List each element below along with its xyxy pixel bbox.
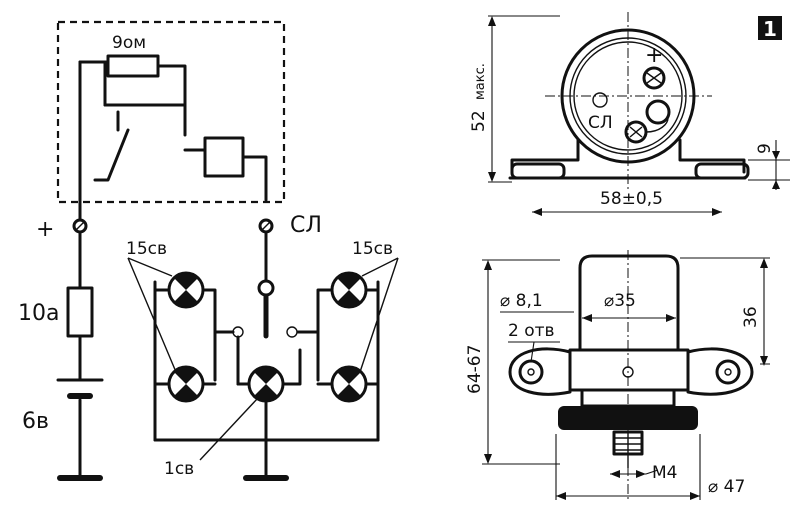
foot-left bbox=[510, 162, 566, 180]
ear-hole-left bbox=[518, 359, 544, 385]
right-lamp-group: 15св bbox=[296, 239, 399, 442]
width-dimension: 58±0,5 bbox=[600, 189, 663, 209]
mounting-band bbox=[568, 348, 690, 392]
front-plus-label: + bbox=[645, 43, 663, 68]
housing-outer-circle bbox=[560, 28, 696, 164]
side-view-drawing: ⌀ 8,1 2 отв ⌀35 64-67 36 М4 ⌀ 47 bbox=[465, 250, 770, 500]
base-diameter-label: ⌀ 47 bbox=[708, 477, 745, 497]
top-height-dimension: 36 bbox=[741, 306, 761, 328]
relay-dashed-enclosure bbox=[56, 20, 286, 204]
relay-switch-contact bbox=[93, 128, 130, 182]
housing-inner-circle bbox=[569, 37, 687, 155]
sl-terminal-label: СЛ bbox=[290, 213, 322, 238]
body-diameter-label: ⌀35 bbox=[604, 291, 636, 311]
resistor bbox=[106, 54, 160, 78]
turn-switch-pivot bbox=[257, 279, 275, 297]
lamp-right-top bbox=[330, 271, 368, 309]
right-lamps-label: 15св bbox=[352, 239, 393, 259]
center-lamp-label: 1св bbox=[164, 459, 194, 479]
lamp-right-bottom bbox=[330, 365, 368, 403]
switch-contact-right bbox=[286, 326, 298, 338]
ear-right bbox=[686, 347, 754, 396]
left-lamps-label: 15св bbox=[126, 239, 167, 259]
foot-right bbox=[694, 162, 750, 180]
leader-right-lamps bbox=[359, 257, 399, 373]
holes-count-label: 2 отв bbox=[508, 321, 555, 341]
mounting-hole bbox=[592, 92, 608, 108]
figure-number-badge bbox=[758, 16, 782, 40]
height-dimension: 52 bbox=[469, 110, 489, 132]
base-plate bbox=[558, 406, 698, 430]
front-centerlines bbox=[545, 12, 712, 190]
flasher-relay-box bbox=[56, 20, 286, 204]
ear-left bbox=[508, 347, 572, 396]
leader-left-lamps bbox=[127, 257, 177, 373]
front-view-drawing: 1 + СЛ 52 макс. 9 58±0,5 bbox=[469, 12, 790, 216]
left-lamp-group: 15св bbox=[126, 239, 235, 442]
figure-number: 1 bbox=[763, 17, 777, 41]
plus-terminal-nut bbox=[642, 66, 666, 90]
battery-label: 6в bbox=[22, 409, 49, 434]
sl-branch: СЛ bbox=[232, 213, 322, 339]
sl-terminal-round bbox=[645, 99, 671, 125]
thread-label: М4 bbox=[652, 463, 677, 483]
fuse-label: 10а bbox=[18, 301, 59, 326]
cylinder-body bbox=[578, 254, 680, 352]
fuse bbox=[66, 286, 94, 338]
resistor-label: 9ом bbox=[112, 33, 146, 53]
plus-terminal-label: + bbox=[36, 217, 54, 242]
center-lamp-group: 1св bbox=[153, 335, 380, 481]
ear-hole-right bbox=[715, 359, 741, 385]
lamp-left-top bbox=[167, 271, 205, 309]
relay-coil bbox=[203, 136, 245, 178]
foot-dimension: 9 bbox=[755, 143, 775, 154]
height-dimension-note: макс. bbox=[473, 63, 488, 100]
leader-center-lamp bbox=[199, 397, 259, 461]
height-range-dimension: 64-67 bbox=[465, 345, 485, 394]
lamp-center bbox=[247, 365, 285, 403]
hole-diameter-label: ⌀ 8,1 bbox=[500, 291, 543, 311]
supply-branch: + 10а 6в bbox=[18, 198, 104, 481]
lamp-left-bottom bbox=[167, 365, 205, 403]
front-sl-label: СЛ bbox=[588, 113, 613, 133]
